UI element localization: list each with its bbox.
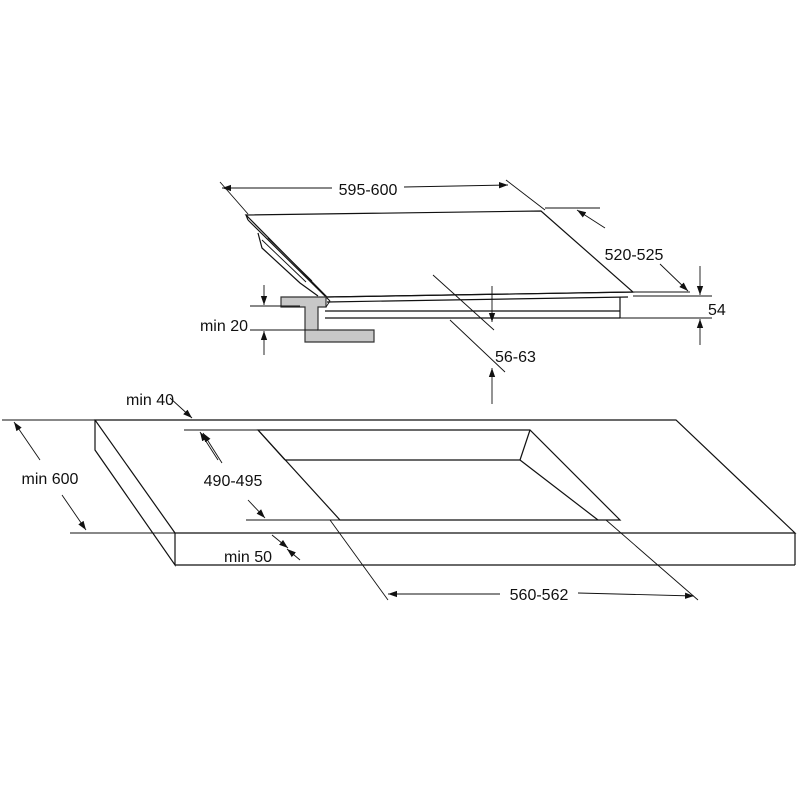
back-min-label: min 50 [224,549,272,566]
hob-height-label: 54 [708,302,726,319]
depth-min-label: min 600 [22,471,79,488]
worktop-side-face [94,420,176,567]
front-min-label: min 40 [126,392,174,409]
clearance-min-label: min 20 [200,318,248,335]
hob-width-label: 595-600 [339,182,398,199]
hob-glass-top [244,210,635,298]
cutout-width-label: 560-562 [510,587,569,604]
cutout-depth-label: 490-495 [204,473,263,490]
hob-body-left [257,232,319,297]
worktop-cutout [256,429,622,521]
hob-recess-label: 56-63 [495,349,536,366]
hob-depth-label: 520-525 [605,247,664,264]
worktop-drawing: min 600 min 40 490-495 min 50 560-562 [2,392,797,604]
hob-drawing: 595-600 520-525 54 56-63 min 20 [200,179,726,404]
mounting-bracket [280,296,375,343]
worktop-top-face [93,419,797,534]
hob-glass-edge [326,296,629,303]
